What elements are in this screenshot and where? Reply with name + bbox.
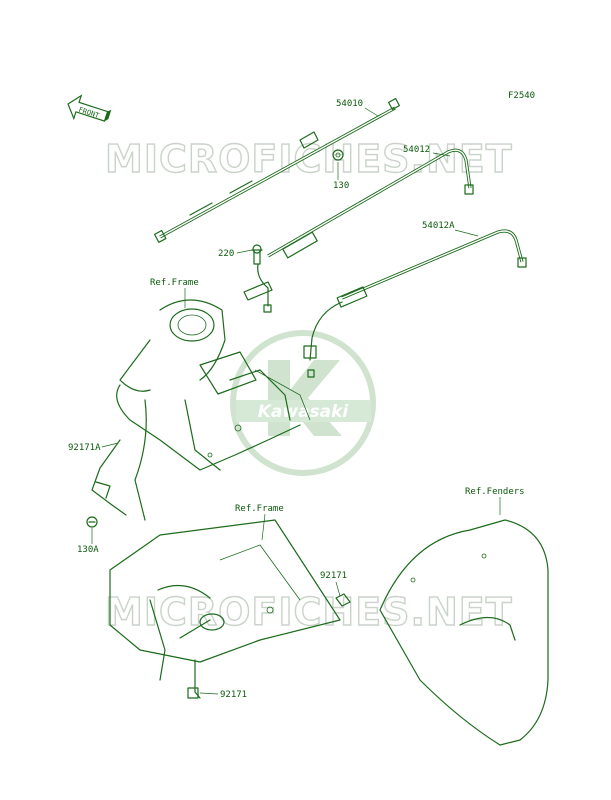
kawasaki-logo: Kawasaki: [230, 330, 376, 476]
part-label-54010: 54010: [336, 99, 363, 109]
part-label-92171a: 92171A: [68, 443, 101, 453]
part-label-54012: 54012: [403, 145, 430, 155]
watermark-bottom: MICROFICHES.NET: [105, 590, 513, 634]
part-label-130: 130: [333, 181, 349, 191]
kawasaki-logo-text: Kawasaki: [258, 402, 350, 422]
watermark-top: MICROFICHES.NET: [105, 137, 513, 181]
bolt-130a: [86, 516, 98, 528]
frame-upper: [116, 299, 311, 521]
part-label-92171-right: 92171: [320, 571, 347, 581]
figure-code: F2540: [508, 91, 535, 101]
part-label-220: 220: [218, 249, 234, 259]
ref-frame-bottom: Ref.Frame: [235, 504, 284, 514]
front-arrow-icon: FRONT: [67, 94, 112, 122]
part-label-130a: 130A: [77, 545, 99, 555]
fender: [335, 519, 549, 746]
bolt-220: [251, 244, 263, 265]
cable-54012a: [303, 229, 527, 378]
cable-54010: [153, 97, 401, 243]
part-label-54012a: 54012A: [422, 221, 455, 231]
frame-lower: [109, 519, 341, 699]
part-label-92171-bottom: 92171: [220, 690, 247, 700]
clip-92171a: [91, 439, 127, 516]
cable-54012: [243, 148, 474, 313]
ref-fenders: Ref.Fenders: [465, 487, 525, 497]
ref-frame-top: Ref.Frame: [150, 278, 199, 288]
bolt-130: [332, 149, 344, 161]
